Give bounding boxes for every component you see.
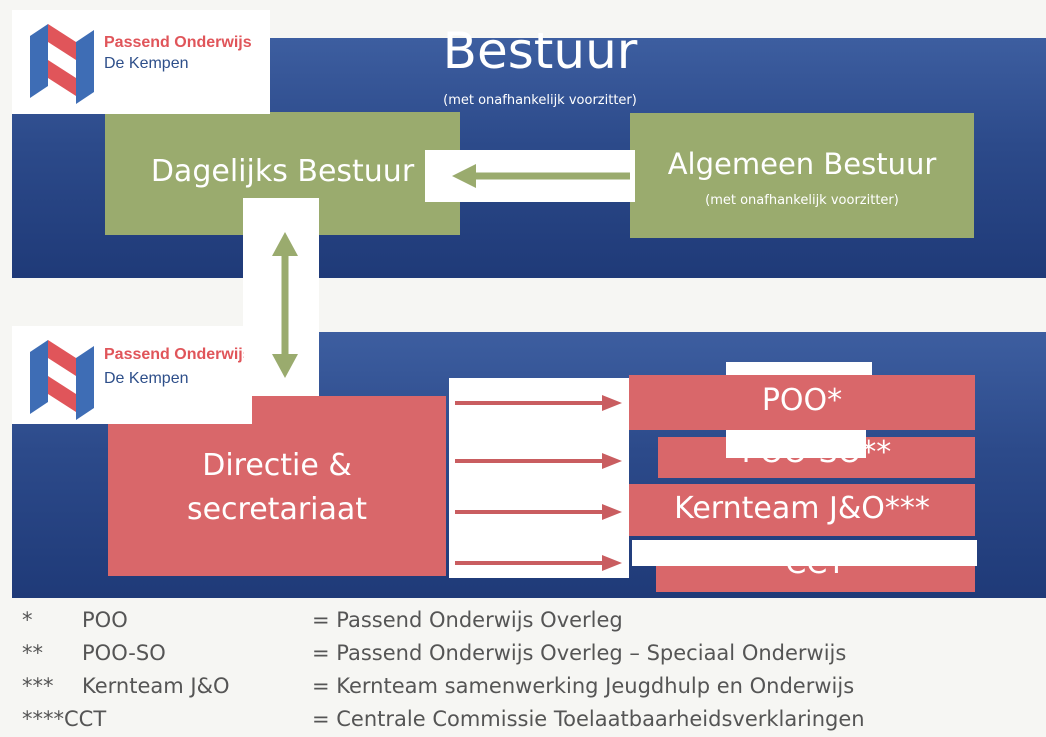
logo-mark-icon [30,340,94,420]
legend-abbr: POO [82,608,128,632]
logo-mark-icon [30,24,94,104]
legend-abbr: POO-SO [82,641,166,665]
group-kernteam-box: Kernteam J&O*** [629,484,975,536]
legend-row: * POO = Passend Onderwijs Overleg [0,608,1046,638]
algemeen-bestuur-label: Algemeen Bestuur [667,147,937,181]
directie-line1: Directie & [202,448,352,483]
legend-definition: = Passend Onderwijs Overleg [312,608,623,632]
directie-line2: secretariaat [186,492,368,527]
label-overlay-poo-so [726,430,866,458]
arrow-to-poo-so [455,453,622,469]
group-poo-box: POO* [629,375,975,430]
logo-bottom-region: De Kempen [104,370,189,387]
legend-definition: = Passend Onderwijs Overleg – Speciaal O… [312,641,847,665]
arrow-bestuur-directie [272,232,298,378]
dagelijks-bestuur-label: Dagelijks Bestuur [150,154,415,189]
arrow-to-poo [455,395,622,411]
directie-box: Directie & secretariaat [108,396,446,576]
logo-top: Passend Onderwijs De Kempen [12,10,270,114]
algemeen-bestuur-box: Algemeen Bestuur (met onafhankelijk voor… [630,113,974,238]
label-overlay-cct [632,540,977,566]
bestuur-title: Bestuur [442,22,638,80]
logo-top-region: De Kempen [104,55,189,72]
connector-panel-arrows [449,378,629,578]
algemeen-bestuur-subtitle: (met onafhankelijk voorzitter) [705,193,899,208]
legend-definition: = Kernteam samenwerking Jeugdhulp en Ond… [312,674,855,698]
logo-top-name: Passend Onderwijs [104,34,252,51]
legend-row: *** Kernteam J&O = Kernteam samenwerking… [0,674,1046,704]
arrow-to-cct [455,555,622,571]
logo-bottom-name: Passend Onderwijs [104,346,244,363]
legend-marker: ** [22,641,43,665]
legend-marker: *** [22,674,54,698]
legend-abbr: CCT [64,707,107,731]
group-kernteam-label: Kernteam J&O*** [674,491,930,526]
legend: * POO = Passend Onderwijs Overleg ** POO… [0,604,1046,736]
connector-panel-top [726,362,872,378]
legend-abbr: Kernteam J&O [82,674,230,698]
legend-row: ** POO-SO = Passend Onderwijs Overleg – … [0,641,1046,671]
connector-panel-vertical [243,198,319,410]
arrow-to-kernteam [455,504,622,520]
logo-bottom: Passend Onderwijs De Kempen [12,326,252,424]
group-poo-label: POO* [761,383,843,418]
legend-marker: * [22,608,33,632]
arrow-algemeen-to-dagelijks [452,164,630,188]
legend-row: **** CCT = Centrale Commissie Toelaatbaa… [0,707,1046,737]
legend-definition: = Centrale Commissie Toelaatbaarheidsver… [312,707,865,731]
bestuur-subtitle: (met onafhankelijk voorzitter) [443,93,637,108]
legend-marker: **** [22,707,64,731]
